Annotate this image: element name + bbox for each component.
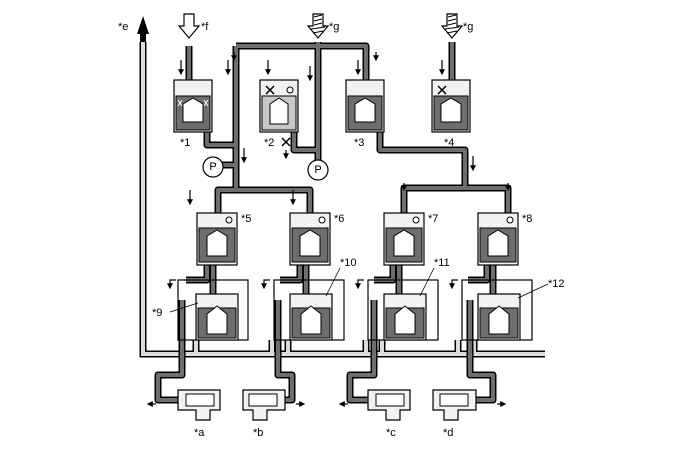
input-arrows	[137, 13, 464, 42]
leader-lines	[169, 267, 549, 313]
wheel-cylinder-d	[432, 389, 477, 421]
label-valve-9: *9	[152, 307, 162, 319]
wheel-cylinder-b	[242, 389, 286, 421]
valve-10	[273, 279, 345, 341]
label-wheel-d: *d	[443, 427, 453, 439]
label-f: *f	[201, 21, 209, 33]
label-valve-10: *10	[340, 257, 357, 269]
label-valve-11: *11	[434, 257, 450, 269]
pump-right-label: P	[314, 164, 321, 176]
label-wheel-c: *c	[386, 427, 396, 439]
inlet-arrow-g2-icon	[440, 13, 464, 39]
pump-left-label: P	[209, 161, 216, 173]
wheel-cylinder-a	[177, 389, 221, 421]
valve-12	[461, 279, 533, 341]
label-valve-2: *2	[264, 137, 274, 149]
label-wheel-a: *a	[194, 427, 205, 439]
label-valve-1: *1	[180, 137, 190, 149]
label-e: *e	[118, 21, 128, 33]
valve-4	[431, 79, 471, 133]
valve-6	[289, 212, 331, 266]
wheel-cylinder-c	[367, 389, 411, 421]
valve-2	[259, 79, 299, 147]
valve-8	[477, 212, 519, 266]
valve-11	[367, 279, 439, 341]
label-valve-5: *5	[241, 213, 251, 225]
label-valve-3: *3	[354, 137, 364, 149]
valve-5	[196, 212, 238, 266]
label-valve-8: *8	[522, 213, 532, 225]
label-valve-12: *12	[548, 278, 565, 290]
label-valve-6: *6	[334, 213, 344, 225]
valve-9	[177, 279, 249, 341]
valve-1	[173, 79, 213, 133]
valve-7	[383, 212, 425, 266]
label-g2: *g	[463, 21, 473, 33]
inlet-arrow-g1-icon	[306, 13, 330, 39]
flow-arrows	[146, 52, 511, 407]
labels: *e *f *g *g *1 *2 *3 *4 *5 *6 *7 *8 *9 *…	[118, 21, 565, 439]
inlet-arrow-f-icon	[177, 13, 201, 39]
outlet-arrow-e-icon	[137, 16, 149, 42]
valve-3	[345, 79, 385, 133]
pump-right: P	[307, 159, 329, 181]
label-valve-4: *4	[444, 137, 454, 149]
pump-left: P	[202, 156, 224, 178]
label-g1: *g	[329, 21, 339, 33]
label-valve-7: *7	[428, 213, 438, 225]
label-wheel-b: *b	[253, 427, 263, 439]
